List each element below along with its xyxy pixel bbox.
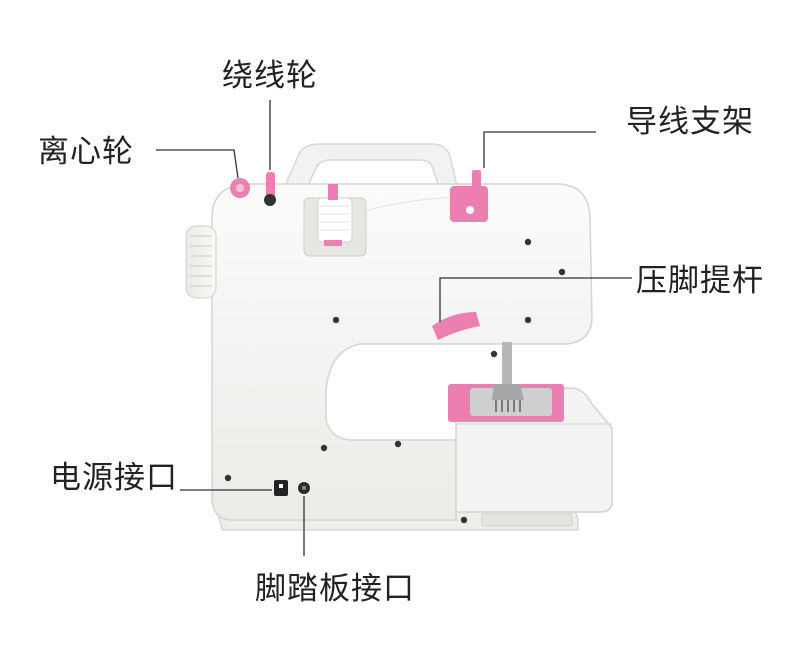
thread-guide [450,186,488,222]
label-foot-pedal-port: 脚踏板接口 [255,571,415,607]
presser-foot [492,384,524,400]
pointer-thread-guide [483,131,596,168]
thread-spool [317,197,353,243]
machine-body [211,183,593,521]
label-presser-foot-lever: 压脚提杆 [636,263,764,299]
label-eccentric-wheel: 离心轮 [38,134,134,170]
bobbin-winder [266,172,275,200]
label-bobbin-winder: 绕线轮 [222,58,318,94]
hand-wheel [185,225,217,299]
accessory-slot [481,513,573,527]
pointer-presser-lever [439,277,632,322]
pointer-lines [156,100,632,556]
label-thread-guide: 导线支架 [626,104,754,140]
label-power-port: 电源接口 [50,460,178,496]
presser-foot-lever [432,312,480,340]
pointer-eccentric [156,149,239,179]
needle-bar [502,342,512,388]
carry-handle [281,143,459,191]
